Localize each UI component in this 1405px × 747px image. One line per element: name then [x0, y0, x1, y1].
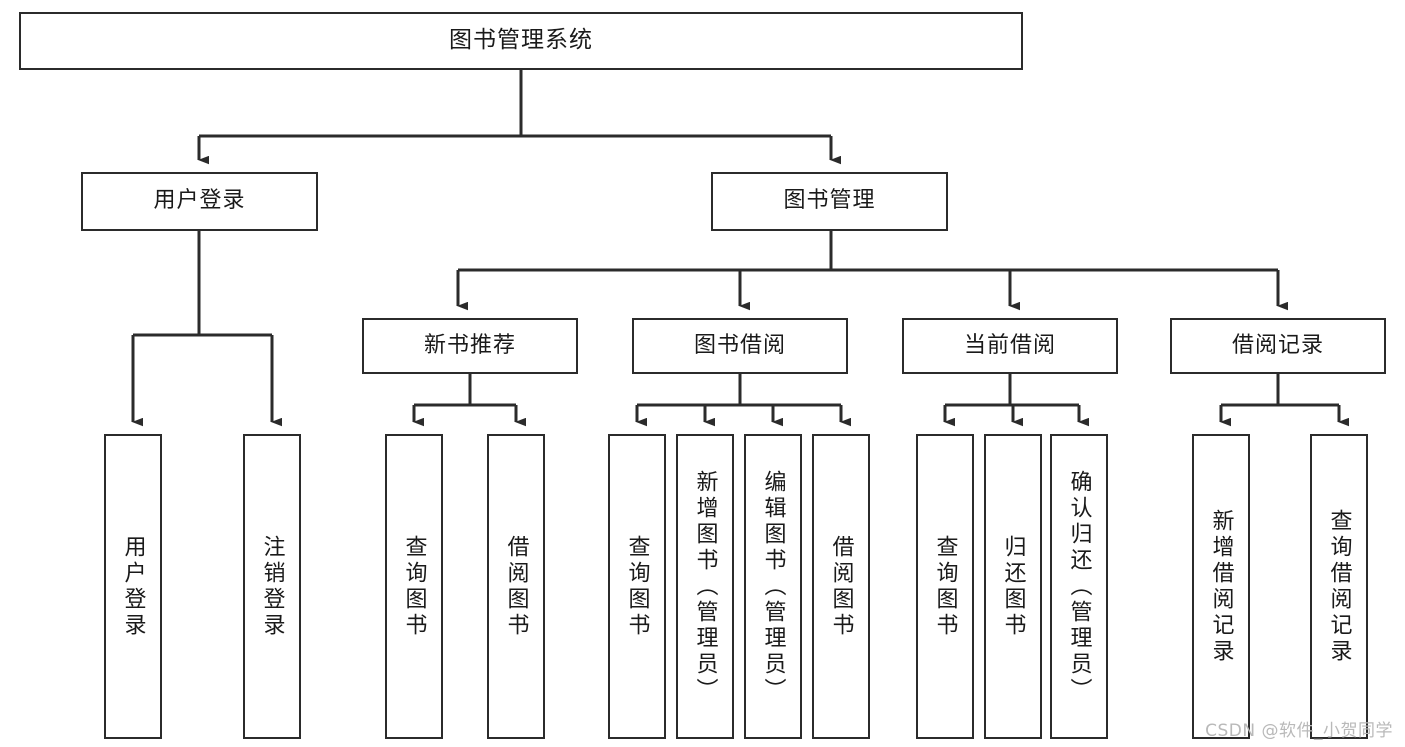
node-label: 图书借阅 — [693, 332, 786, 358]
node-label: 新增图书（管理员） — [692, 469, 718, 704]
node-label: 归还图书 — [1000, 534, 1026, 639]
node-leaf-查询借阅记录[interactable]: 查询借阅记录 — [1310, 434, 1368, 739]
node-图书管理[interactable]: 图书管理 — [711, 172, 948, 231]
node-label: 借阅记录 — [1231, 332, 1324, 358]
node-label: 查询图书 — [624, 534, 650, 639]
node-借阅记录[interactable]: 借阅记录 — [1170, 318, 1386, 374]
node-label: 用户登录 — [120, 534, 146, 639]
node-新书推荐[interactable]: 新书推荐 — [362, 318, 578, 374]
node-leaf-注销登录[interactable]: 注销登录 — [243, 434, 301, 739]
node-leaf-查询图书-新书推荐[interactable]: 查询图书 — [385, 434, 443, 739]
node-label: 查询图书 — [932, 534, 958, 639]
node-label: 借阅图书 — [503, 534, 529, 639]
node-label: 图书管理系统 — [449, 27, 593, 54]
node-label: 用户登录 — [153, 188, 246, 214]
node-label: 编辑图书（管理员） — [760, 469, 786, 704]
node-leaf-新增图书-管理员[interactable]: 新增图书（管理员） — [676, 434, 734, 739]
node-label: 确认归还（管理员） — [1066, 469, 1092, 704]
node-leaf-查询图书-图书借阅[interactable]: 查询图书 — [608, 434, 666, 739]
node-leaf-用户登录[interactable]: 用户登录 — [104, 434, 162, 739]
node-label: 新增借阅记录 — [1208, 508, 1234, 665]
node-label: 查询借阅记录 — [1326, 508, 1352, 665]
node-label: 借阅图书 — [828, 534, 854, 639]
node-label: 新书推荐 — [423, 332, 516, 358]
node-label: 当前借阅 — [963, 332, 1056, 358]
node-label: 图书管理 — [783, 188, 876, 214]
node-leaf-编辑图书-管理员[interactable]: 编辑图书（管理员） — [744, 434, 802, 739]
node-label: 注销登录 — [259, 534, 285, 639]
node-用户登录[interactable]: 用户登录 — [81, 172, 318, 231]
node-label: 查询图书 — [401, 534, 427, 639]
node-root-图书管理系统[interactable]: 图书管理系统 — [19, 12, 1023, 70]
node-leaf-借阅图书-图书借阅[interactable]: 借阅图书 — [812, 434, 870, 739]
node-leaf-新增借阅记录[interactable]: 新增借阅记录 — [1192, 434, 1250, 739]
node-图书借阅[interactable]: 图书借阅 — [632, 318, 848, 374]
node-leaf-归还图书[interactable]: 归还图书 — [984, 434, 1042, 739]
node-leaf-查询图书-当前借阅[interactable]: 查询图书 — [916, 434, 974, 739]
node-leaf-确认归还-管理员[interactable]: 确认归还（管理员） — [1050, 434, 1108, 739]
node-当前借阅[interactable]: 当前借阅 — [902, 318, 1118, 374]
node-leaf-借阅图书-新书推荐[interactable]: 借阅图书 — [487, 434, 545, 739]
